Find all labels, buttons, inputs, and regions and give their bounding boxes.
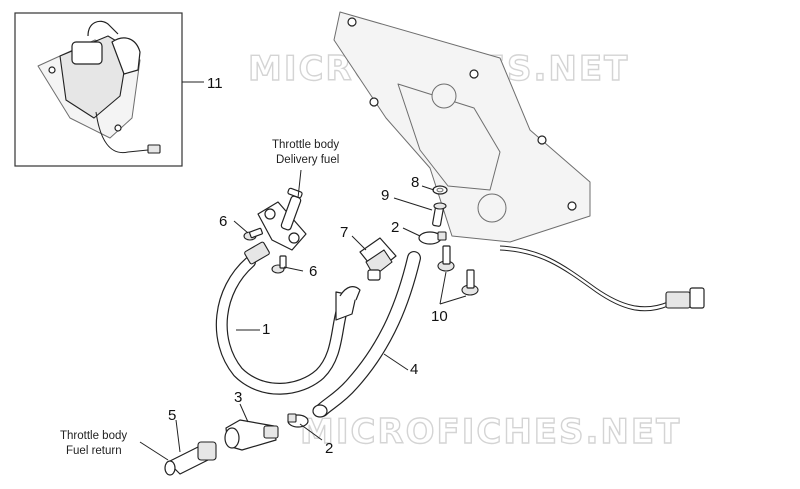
inset-fuel-pump: 11 [14, 12, 223, 167]
bolt-10-right [461, 269, 479, 296]
callout-1: 1 [262, 321, 270, 338]
washer-8 [432, 185, 448, 195]
delivery-fitting [257, 187, 307, 251]
leader-lines [139, 169, 467, 461]
delivery-fuel-hose [215, 241, 361, 395]
callout-9: 9 [381, 187, 389, 204]
callout-8: 8 [411, 174, 419, 191]
callout-10: 10 [431, 308, 448, 325]
screw-6-lower [271, 255, 287, 274]
hose-clamp-2-upper [418, 231, 447, 245]
callout-2-lower: 2 [325, 440, 333, 457]
note-return-line2: Fuel return [66, 445, 122, 457]
callout-7: 7 [340, 224, 348, 241]
flange-plate [333, 11, 591, 243]
callout-2-upper: 2 [391, 219, 399, 236]
note-delivery-line1: Throttle body [272, 139, 339, 151]
nipple-9 [432, 202, 447, 227]
callout-6-upper: 6 [219, 213, 227, 230]
note-delivery-line2: Delivery fuel [276, 154, 339, 166]
return-fuel-hose [312, 251, 421, 418]
fitting-7 [359, 237, 397, 281]
note-return-line1: Throttle body [60, 430, 127, 442]
sensor-wire-connector [499, 245, 705, 312]
callout-11: 11 [207, 75, 223, 92]
callout-3: 3 [234, 389, 242, 406]
bolt-10-left [437, 245, 455, 272]
connector-3 [224, 419, 279, 451]
callout-5: 5 [168, 407, 176, 424]
hose-clamp-2-lower [287, 413, 309, 428]
screw-6-upper [243, 227, 263, 241]
callout-6-lower: 6 [309, 263, 317, 280]
inset-pump-assembly [37, 20, 161, 154]
inset-frame [14, 12, 183, 167]
fitting-5 [164, 441, 217, 476]
watermark-bottom: MICROFICHES.NET [300, 412, 681, 452]
callout-4: 4 [410, 361, 418, 378]
